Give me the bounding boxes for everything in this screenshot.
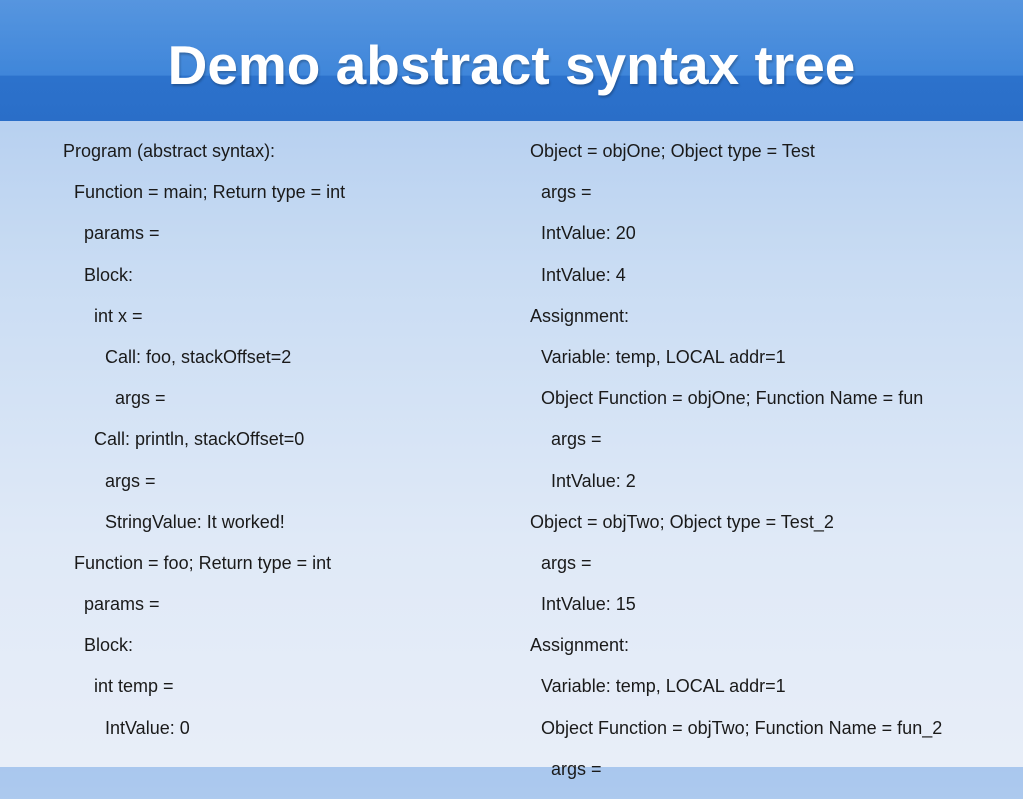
title-bar: Demo abstract syntax tree xyxy=(0,0,1023,121)
tree-line: Call: println, stackOffset=0 xyxy=(94,429,305,450)
tree-line: IntValue: 0 xyxy=(105,717,190,738)
tree-line: Block: xyxy=(84,635,134,656)
tree-line: Call: foo, stackOffset=2 xyxy=(105,346,292,367)
tree-line: args = xyxy=(541,552,592,573)
tree-line: Object = objTwo; Object type = Test_2 xyxy=(530,511,834,532)
tree-line: IntValue: 20 xyxy=(541,223,636,244)
tree-line: Block: xyxy=(84,264,134,285)
tree-line: IntValue: 15 xyxy=(541,594,636,615)
tree-line: StringValue: It worked! xyxy=(105,511,285,532)
title-bar-highlight xyxy=(0,0,1023,77)
right-column: Object = objOne; Object type = Test args… xyxy=(530,140,942,799)
tree-line: args = xyxy=(541,182,592,203)
tree-line: int temp = xyxy=(94,676,174,697)
tree-line: Object Function = objTwo; Function Name … xyxy=(541,717,943,738)
left-column: Program (abstract syntax): Function = ma… xyxy=(63,140,345,758)
tree-line: args = xyxy=(105,470,156,491)
tree-line: IntValue: 2 xyxy=(551,470,636,491)
tree-line: Variable: temp, LOCAL addr=1 xyxy=(541,346,786,367)
tree-line: Variable: temp, LOCAL addr=1 xyxy=(541,676,786,697)
tree-line: Function = main; Return type = int xyxy=(74,182,346,203)
tree-line: args = xyxy=(551,758,602,779)
tree-line: Object Function = objOne; Function Name … xyxy=(541,388,924,409)
tree-line: Assignment: xyxy=(530,305,630,326)
tree-line: Program (abstract syntax): xyxy=(63,141,276,161)
tree-line: IntValue: 4 xyxy=(541,264,626,285)
tree-line: Assignment: xyxy=(530,635,630,656)
tree-line: Object = objOne; Object type = Test xyxy=(530,141,815,161)
tree-line: params = xyxy=(84,594,160,615)
tree-line: params = xyxy=(84,223,160,244)
tree-line: args = xyxy=(115,388,166,409)
tree-line: Function = foo; Return type = int xyxy=(74,552,332,573)
tree-line: args = xyxy=(551,429,602,450)
tree-line: int x = xyxy=(94,305,143,326)
slide-title: Demo abstract syntax tree xyxy=(167,34,856,96)
